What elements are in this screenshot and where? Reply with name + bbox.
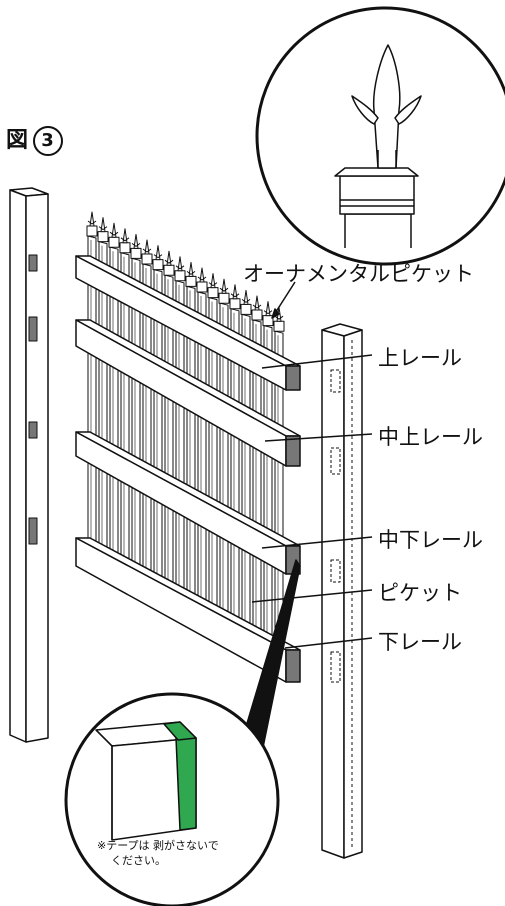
- figure-number: 3: [33, 126, 64, 156]
- lower-middle-rail: [75, 431, 301, 575]
- picket: [174, 256, 186, 607]
- picket: [229, 284, 241, 633]
- picket: [163, 250, 175, 601]
- label-upper-middle-rail: 中上レール: [378, 425, 483, 449]
- picket-group: [86, 211, 285, 653]
- tape-note-line2: ください。: [111, 854, 166, 867]
- label-lower-rail: 下レール: [378, 630, 462, 654]
- leader-lines: [251, 281, 373, 649]
- figure-title-text: 図: [6, 128, 30, 153]
- picket: [207, 273, 219, 622]
- label-ornamental-picket: オーナメンタルピケット: [243, 262, 474, 286]
- picket: [86, 211, 98, 565]
- tape-note-line1: ※テープは 剥がさないで: [97, 839, 219, 852]
- lower-rail: [75, 537, 301, 683]
- tape-note: ※テープは 剥がさないで ください。: [97, 838, 219, 868]
- label-lower-middle-rail: 中下レール: [378, 528, 483, 552]
- upper-middle-rail: [75, 319, 301, 467]
- left-post: [9, 187, 49, 743]
- label-upper-rail: 上レール: [378, 346, 462, 370]
- ornament-detail-circle: [255, 6, 505, 266]
- upper-rail: [75, 255, 301, 391]
- tape-detail-circle: [64, 692, 280, 906]
- label-picket: ピケット: [378, 581, 462, 605]
